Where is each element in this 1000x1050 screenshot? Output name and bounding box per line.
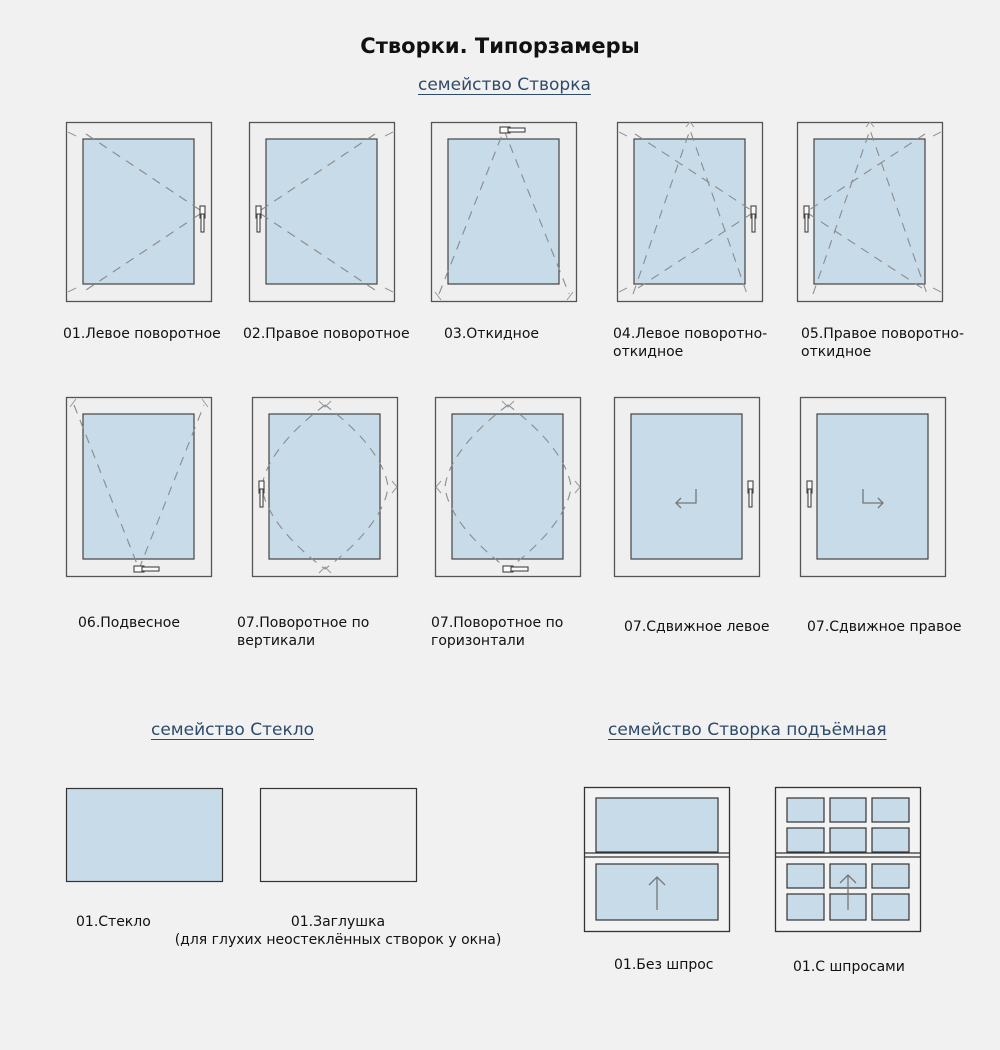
sash-label-03: 03.Откидное xyxy=(444,326,540,342)
sash-pivot-horizontal-figure xyxy=(434,396,582,578)
sash-label-07b: 07.Поворотное по горизонтали xyxy=(431,615,564,649)
sash-label-01: 01.Левое поворотное xyxy=(63,326,221,342)
family-sash-title[interactable]: семейство Створка xyxy=(418,75,591,95)
sash-sliding-left-figure xyxy=(613,396,761,578)
family-glass-title[interactable]: семейство Стекло xyxy=(151,720,314,740)
sash-hung-figure xyxy=(65,396,213,578)
lift-sash-no-muntins-figure xyxy=(583,786,731,933)
sash-right-turn-figure xyxy=(248,121,396,303)
sash-tilt-figure xyxy=(430,121,578,303)
sash-right-turn-tilt-figure xyxy=(796,121,944,303)
sash-label-07a: 07.Поворотное по вертикали xyxy=(237,615,370,649)
lift-label-no-muntins: 01.Без шпрос xyxy=(614,957,714,973)
glass-label-plug: 01.Заглушка (для глухих неостеклённых ст… xyxy=(174,914,502,948)
sash-pivot-vertical-figure xyxy=(251,396,399,578)
glass-plug-figure xyxy=(259,787,418,883)
glass-pane-figure xyxy=(65,787,224,883)
sash-label-02: 02.Правое поворотное xyxy=(243,326,410,342)
family-lift-sash-title[interactable]: семейство Створка подъёмная xyxy=(608,720,887,740)
sash-label-07d: 07.Сдвижное правое xyxy=(807,619,962,635)
sash-sliding-right-figure xyxy=(799,396,947,578)
sash-left-turn-figure xyxy=(65,121,213,303)
sash-label-04: 04.Левое поворотно- откидное xyxy=(613,326,768,360)
lift-label-with-muntins: 01.С шпросами xyxy=(793,959,905,975)
sash-label-06: 06.Подвесное xyxy=(78,615,180,631)
sash-left-turn-tilt-figure xyxy=(616,121,764,303)
page-title: Створки. Типорзамеры xyxy=(360,34,640,58)
sash-label-05: 05.Правое поворотно- откидное xyxy=(801,326,965,360)
sash-label-07c: 07.Сдвижное левое xyxy=(624,619,770,635)
glass-label-01: 01.Стекло xyxy=(76,914,151,930)
lift-sash-with-muntins-figure xyxy=(774,786,922,933)
